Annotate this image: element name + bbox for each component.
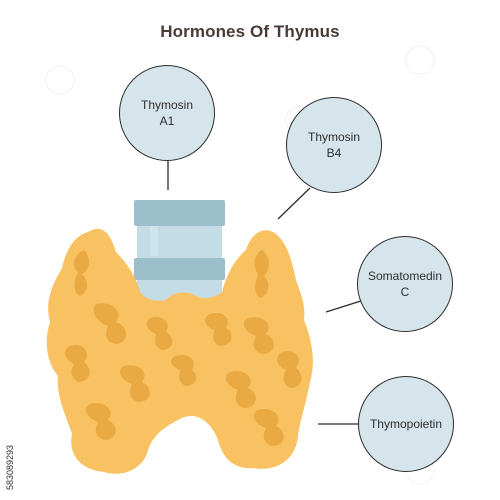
hormone-bubble-thymosin-b4: Thymosin B4: [286, 97, 382, 193]
connector-line: [325, 299, 365, 313]
hormone-bubble-thymopoietin: Thymopoietin: [358, 376, 454, 472]
hormone-bubble-somatomedin-c: Somatomedin C: [357, 236, 453, 332]
thymus-gland: [46, 228, 313, 474]
diagram-title: Hormones Of Thymus: [160, 22, 340, 41]
trachea: [134, 200, 225, 302]
connector-line: [277, 187, 311, 220]
hormone-bubble-thymosin-a1: Thymosin A1: [119, 65, 215, 161]
stock-id-label: 583089293: [5, 444, 15, 490]
